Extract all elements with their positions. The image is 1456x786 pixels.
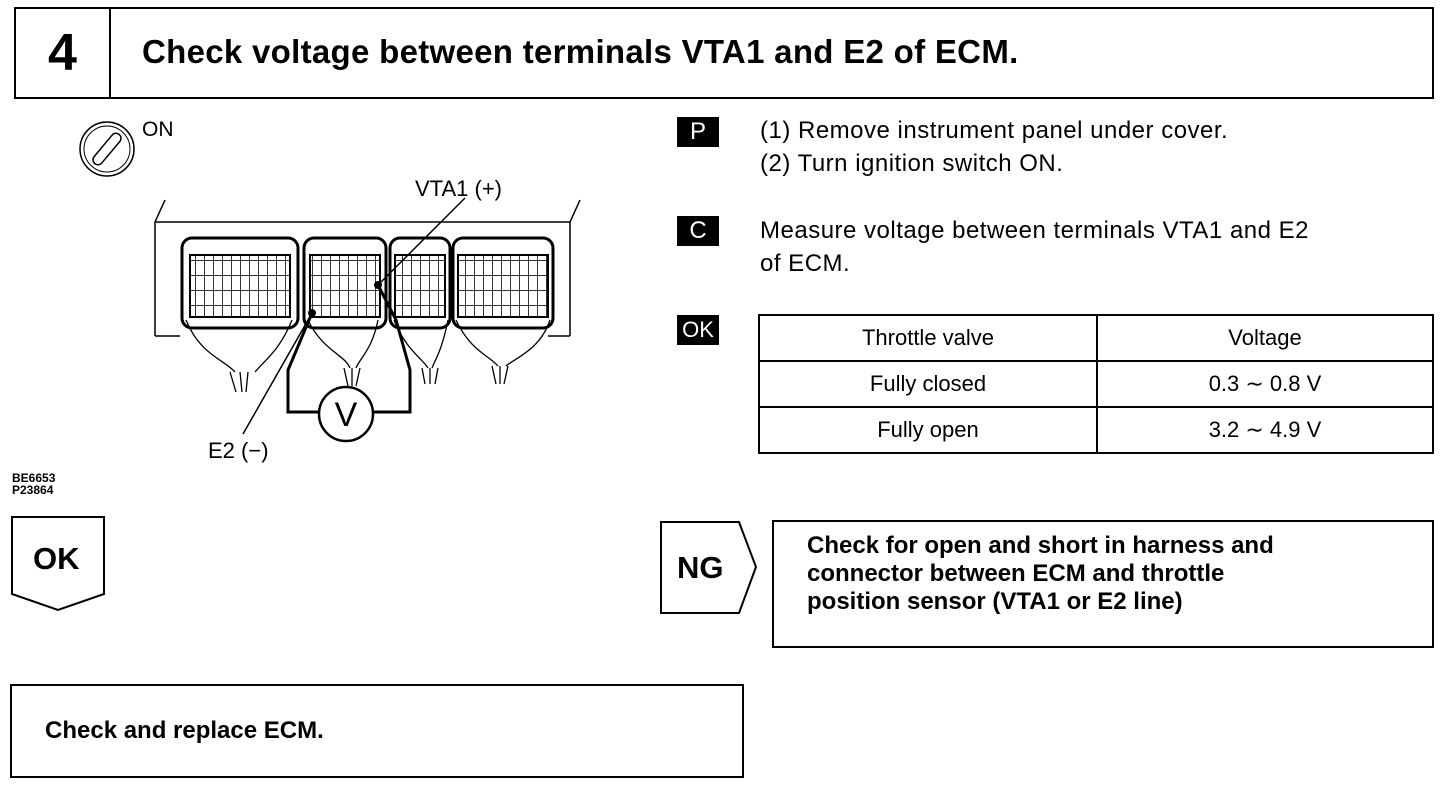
ecm-connector-diagram: ON <box>79 118 581 463</box>
figure-id: P23864 <box>12 483 54 497</box>
figure-id: BE6653 <box>12 471 56 485</box>
ng-result-arrow <box>660 521 758 614</box>
ng-action-box: Check for open and short in harness and … <box>772 520 1434 648</box>
ng-result-label: NG <box>677 550 724 585</box>
ecm-connector-4 <box>451 236 555 330</box>
prep-line: (2) Turn ignition switch ON. <box>760 150 1064 177</box>
check-line: of ECM. <box>760 250 851 277</box>
check-line: Measure voltage between terminals VTA1 a… <box>760 217 1310 244</box>
ecm-connector-2 <box>302 236 388 330</box>
ecm-body-outline <box>154 199 166 336</box>
prep-tag: P <box>677 117 719 147</box>
spec-table: Throttle valve Voltage Fully closed 0.3 … <box>758 314 1434 454</box>
voltmeter-icon <box>317 385 375 443</box>
step-title: Check voltage between terminals VTA1 and… <box>142 33 1019 70</box>
vta1-terminal-label: VTA1 (+) <box>415 176 502 201</box>
ignition-switch-icon <box>79 121 135 177</box>
table-header: Voltage <box>1096 314 1434 362</box>
ng-action-line: position sensor (VTA1 or E2 line) <box>807 588 1183 615</box>
figure-ids: BE6653 P23864 <box>12 472 55 496</box>
table-cell: 0.3 ∼ 0.8 V <box>1096 360 1434 408</box>
check-instructions: Measure voltage between terminals VTA1 a… <box>760 214 1309 280</box>
table-row: Fully open 3.2 ∼ 4.9 V <box>758 406 1434 454</box>
ok-tag: OK <box>677 315 719 345</box>
ok-result-label: OK <box>33 541 80 576</box>
vta1-leader <box>377 197 466 286</box>
ecm-connector-1 <box>180 236 300 330</box>
voltmeter-leads <box>286 284 412 414</box>
wire-harness <box>185 319 551 393</box>
e2-terminal-label: E2 (−) <box>208 438 269 463</box>
table-cell: 3.2 ∼ 4.9 V <box>1096 406 1434 454</box>
table-header-row: Throttle valve Voltage <box>758 314 1434 362</box>
ecm-connector-3 <box>388 236 452 330</box>
table-cell: Fully closed <box>758 360 1098 408</box>
step-number: 4 <box>16 9 111 97</box>
ng-action-line: Check for open and short in harness and <box>807 532 1274 559</box>
e2-leader <box>242 312 313 435</box>
ok-action-box: Check and replace ECM. <box>10 684 744 778</box>
table-header: Throttle valve <box>758 314 1098 362</box>
voltmeter-label: V <box>335 396 358 434</box>
table-row: Fully closed 0.3 ∼ 0.8 V <box>758 360 1434 408</box>
ng-action-line: connector between ECM and throttle <box>807 560 1225 587</box>
table-cell: Fully open <box>758 406 1098 454</box>
ignition-on-label: ON <box>142 118 174 141</box>
prep-instructions: (1) Remove instrument panel under cover.… <box>760 114 1228 180</box>
ok-result-arrow <box>11 516 105 612</box>
ok-action-text: Check and replace ECM. <box>45 717 324 744</box>
check-tag: C <box>677 216 719 246</box>
step-header: 4 Check voltage between terminals VTA1 a… <box>14 7 1434 99</box>
prep-line: (1) Remove instrument panel under cover. <box>760 117 1229 144</box>
